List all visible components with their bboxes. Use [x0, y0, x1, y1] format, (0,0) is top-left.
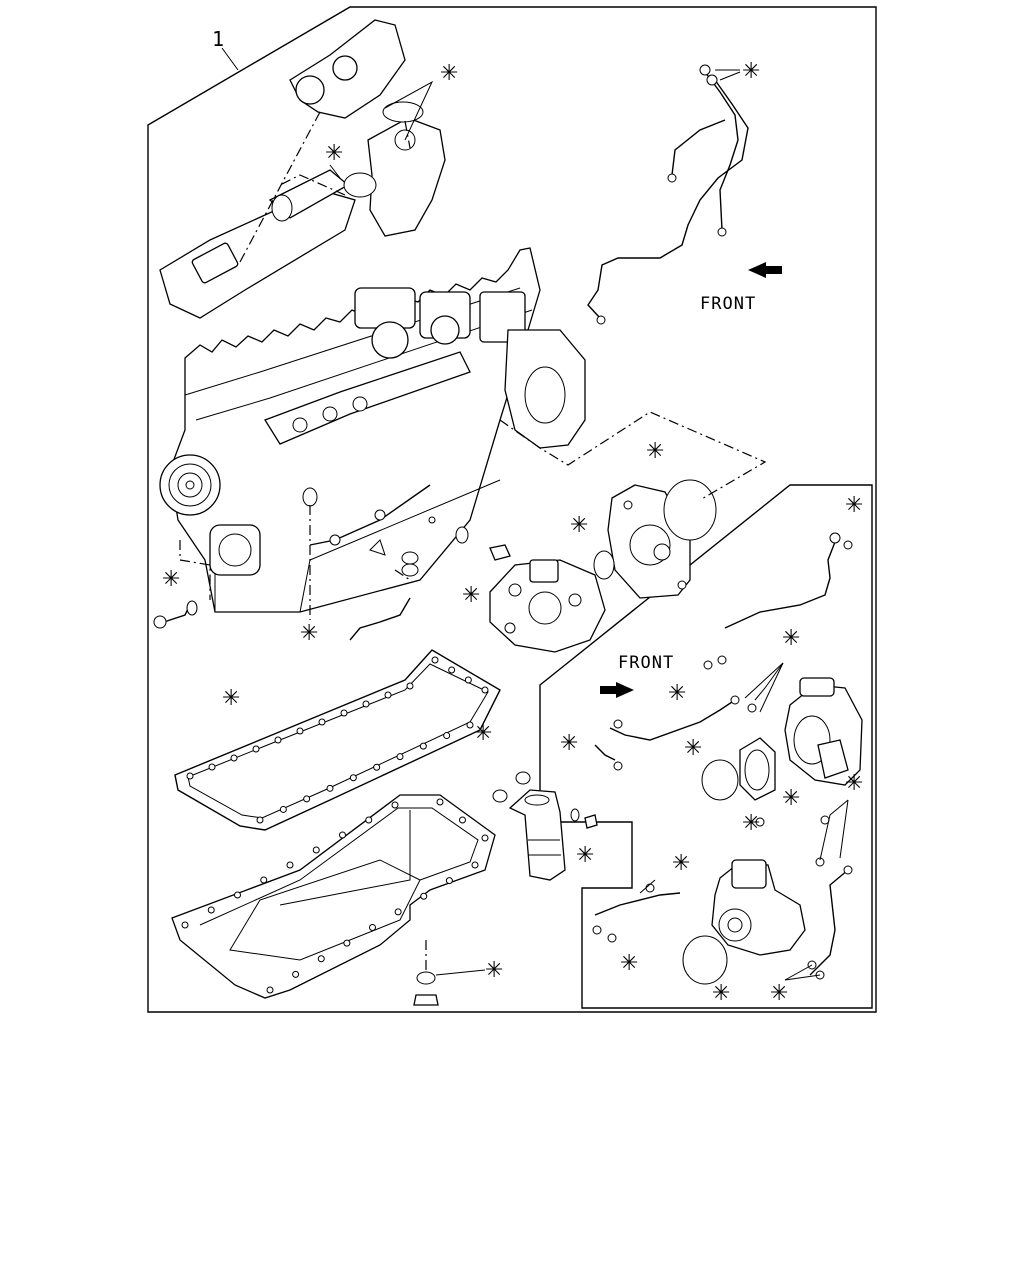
front-arrow-inset	[600, 682, 634, 698]
kit-marker: ✳	[782, 786, 800, 811]
bolt-hole	[365, 816, 373, 824]
kit-marker: ✳	[845, 493, 863, 518]
bolt-hole	[317, 955, 325, 963]
bolt-hole	[207, 906, 215, 914]
bolt-hole	[230, 754, 238, 762]
kit-marker: ✳	[300, 621, 318, 646]
kit-marker: ✳	[672, 851, 690, 876]
kit-marker: ✳	[325, 141, 343, 166]
turbocharger	[784, 677, 863, 786]
crank-pulley	[159, 454, 221, 516]
bolt-hole	[431, 656, 439, 664]
bolt-hole	[256, 816, 264, 824]
bolt-hole	[391, 801, 399, 809]
bolt-hole	[394, 908, 402, 916]
bolt-hole	[303, 795, 311, 803]
bolt-hole	[471, 861, 479, 869]
bolt-hole	[373, 763, 381, 771]
air-compressor	[711, 859, 806, 956]
kit-marker: ✳	[770, 981, 788, 1006]
kit-marker: ✳	[782, 626, 800, 651]
bolt-hole	[339, 831, 346, 839]
kit-marker: ✳	[462, 583, 480, 608]
bolt-hole	[266, 986, 274, 994]
bolt-hole	[436, 798, 444, 806]
bolt-hole	[340, 709, 348, 717]
bolt-hole	[326, 784, 334, 792]
compressor-o-ring	[682, 935, 728, 985]
engine-block	[159, 247, 586, 613]
bolt-hole	[445, 877, 453, 885]
bolt-hole	[396, 753, 404, 761]
drain-plug	[413, 994, 439, 1006]
bolt-hole	[318, 718, 326, 726]
bolt-hole	[286, 861, 294, 869]
oil-filter	[508, 789, 566, 881]
bolt-hole	[349, 774, 357, 782]
front-arrow-top	[748, 262, 782, 278]
elbow-gasket	[343, 172, 377, 198]
bolt-hole	[406, 682, 414, 690]
kit-marker: ✳	[684, 736, 702, 761]
bolt-hole	[181, 921, 189, 929]
bolt-hole	[384, 691, 392, 699]
kit-marker: ✳	[620, 951, 638, 976]
intake-cover-assembly	[159, 19, 446, 319]
kit-markers: ✳ ✳ ✳ ✳ ✳ ✳ ✳ ✳ ✳ ✳ ✳ ✳ ✳ ✳ ✳ ✳ ✳ ✳ ✳ ✳ …	[162, 59, 863, 1006]
bolt-hole	[369, 924, 376, 931]
bolt-hole	[296, 727, 304, 735]
kit-marker: ✳	[474, 721, 492, 746]
bolt-hole	[481, 686, 489, 694]
bolt-hole	[186, 772, 194, 780]
bolt-hole	[343, 939, 351, 947]
bolt-hole	[466, 721, 474, 729]
bolt-hole	[234, 891, 241, 899]
bolt-hole	[464, 676, 472, 684]
bolt-hole	[252, 745, 260, 753]
kit-marker: ✳	[440, 61, 458, 86]
kit-marker: ✳	[742, 811, 760, 836]
injection-pump	[489, 559, 606, 653]
kit-marker: ✳	[646, 439, 664, 464]
bolt-hole	[448, 666, 456, 674]
kit-marker: ✳	[560, 731, 578, 756]
bolt-hole	[443, 732, 451, 740]
callout-number: 1	[212, 27, 224, 51]
turbo-gasket-ring	[701, 759, 739, 801]
bolt-hole	[481, 834, 489, 842]
front-label-top: FRONT	[700, 294, 756, 314]
kit-marker: ✳	[668, 681, 686, 706]
oil-pan-gasket-holes	[186, 656, 489, 824]
pump-o-ring	[593, 550, 615, 580]
rear-oil-seal	[663, 479, 717, 541]
diagram-frame	[147, 6, 877, 1013]
bolt-hole	[279, 805, 287, 813]
kit-marker: ✳	[222, 686, 240, 711]
oil-pan	[171, 794, 496, 999]
bolt-hole	[362, 700, 370, 708]
kit-marker: ✳	[162, 567, 180, 592]
kit-marker: ✳	[485, 958, 503, 983]
intake-gasket	[382, 101, 424, 123]
kit-marker: ✳	[570, 513, 588, 538]
kit-marker: ✳	[712, 981, 730, 1006]
kit-marker: ✳	[742, 59, 760, 84]
kit-marker: ✳	[576, 843, 594, 868]
drain-washer	[416, 971, 436, 985]
oil-pan-bolt-holes	[181, 798, 489, 994]
bolt-hole	[208, 763, 216, 771]
bolt-hole	[420, 892, 428, 900]
kit-marker: ✳	[845, 771, 863, 796]
front-label-inset: FRONT	[618, 653, 674, 673]
bolt-hole	[260, 876, 268, 884]
bolt-hole	[459, 816, 466, 824]
turbo-clamp	[739, 737, 776, 801]
bolt-hole	[312, 846, 320, 854]
bolt-hole	[274, 736, 282, 744]
injection-pipe-harness	[587, 64, 749, 325]
bolt-hole	[292, 970, 300, 978]
bolt-hole	[419, 742, 427, 750]
